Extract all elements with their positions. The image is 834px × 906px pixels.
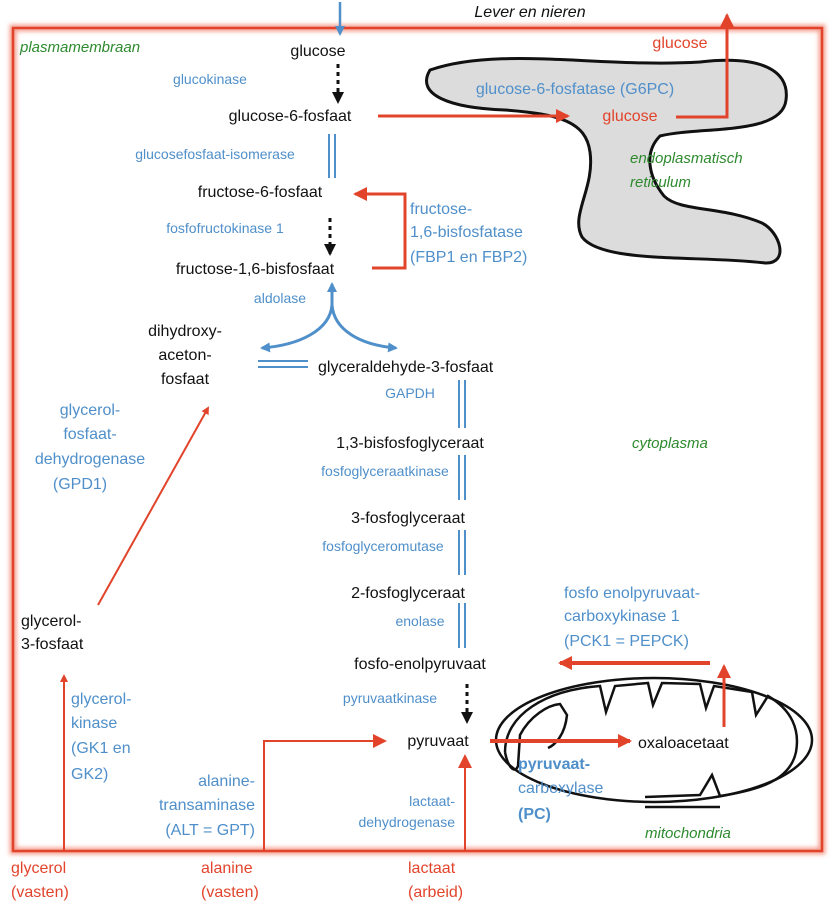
- enzyme-alt-3: (ALT = GPT): [165, 822, 255, 839]
- metabolite-gap: glyceraldehyde-3-fosfaat: [318, 359, 494, 376]
- enzyme-pck1-2: carboxykinase 1: [564, 608, 680, 625]
- metabolite-f16bp: fructose-1,6-bisfosfaat: [176, 261, 335, 278]
- enzyme-pck1-1: fosfo enolpyruvaat-: [564, 585, 700, 602]
- enzyme-gpd1-3: dehydrogenase: [35, 451, 145, 468]
- metabolite-2pg: 2-fosfoglyceraat: [351, 585, 465, 602]
- enzyme-fbp-2: 1,6-bisfosfatase: [410, 224, 523, 241]
- enzyme-pc-1: pyruvaat-: [518, 756, 590, 773]
- substrate-glycerol-2: (vasten): [11, 884, 69, 901]
- enzyme-fbp-1: fructose-: [410, 201, 472, 218]
- enzyme-isomerase: glucosefosfaat-isomerase: [135, 146, 295, 162]
- substrate-alanine-2: (vasten): [201, 884, 259, 901]
- enzyme-gk-2: kinase: [71, 715, 117, 732]
- enzyme-gk-1: glycerol-: [71, 691, 131, 708]
- label-plasmamembraan: plasmamembraan: [19, 39, 140, 56]
- enzyme-enolase: enolase: [395, 613, 444, 629]
- enzyme-gpd1-2: fosfaat-: [63, 426, 116, 443]
- out-glucose: glucose: [652, 35, 707, 52]
- label-mitochondria: mitochondria: [645, 825, 731, 842]
- substrate-lactate-2: (arbeid): [408, 884, 463, 901]
- enzyme-pfk1: fosfofructokinase 1: [166, 220, 284, 236]
- metabolite-dhap-3: fosfaat: [161, 371, 210, 388]
- er-glucose: glucose: [602, 108, 657, 125]
- metabolite-13bpg: 1,3-bisfosfoglyceraat: [336, 435, 484, 452]
- substrate-lactate-1: lactaat: [408, 860, 456, 877]
- metabolite-oaa: oxaloacetaat: [638, 735, 729, 752]
- enzyme-glucokinase: glucokinase: [173, 71, 247, 87]
- metabolite-pyruvate: pyruvaat: [407, 733, 469, 750]
- header-title: Lever en nieren: [474, 4, 585, 21]
- enzyme-ldh-2: dehydrogenase: [358, 814, 455, 830]
- substrate-glycerol-1: glycerol: [11, 860, 66, 877]
- metabolite-g3p-1: glycerol-: [21, 613, 81, 630]
- metabolite-g3p-2: 3-fosfaat: [21, 636, 84, 653]
- metabolite-dhap-1: dihydroxy-: [148, 323, 222, 340]
- enzyme-gapdh: GAPDH: [385, 385, 435, 401]
- enzyme-alt-1: alanine-: [198, 773, 255, 790]
- metabolite-3pg: 3-fosfoglyceraat: [351, 510, 465, 527]
- enzyme-gpd1-1: glycerol-: [60, 402, 120, 419]
- enzyme-alt-2: transaminase: [159, 797, 255, 814]
- enzyme-ldh-1: lactaat-: [409, 793, 455, 809]
- enzyme-pgk: fosfoglyceraatkinase: [321, 463, 449, 479]
- substrate-alanine-1: alanine: [201, 860, 253, 877]
- enzyme-pck1-3: (PCK1 = PEPCK): [564, 633, 689, 650]
- enzyme-g6pc: glucose-6-fosfatase (G6PC): [476, 81, 674, 98]
- enzyme-pc-2: carboxylase: [518, 780, 603, 797]
- label-er-2: reticulum: [630, 174, 691, 191]
- enzyme-pk: pyruvaatkinase: [343, 690, 437, 706]
- enzyme-fbp-3: (FBP1 en FBP2): [410, 249, 527, 266]
- enzyme-aldolase: aldolase: [254, 290, 306, 306]
- metabolite-dhap-2: aceton-: [158, 347, 211, 364]
- metabolite-glucose: glucose: [290, 43, 345, 60]
- enzyme-pc-3: (PC): [518, 806, 551, 823]
- enzyme-gk-4: GK2): [71, 766, 108, 783]
- enzyme-gpd1-4: (GPD1): [53, 476, 107, 493]
- metabolite-f6p: fructose-6-fosfaat: [198, 184, 323, 201]
- metabolite-pep: fosfo-enolpyruvaat: [354, 656, 486, 673]
- enzyme-pgm: fosfoglyceromutase: [322, 538, 444, 554]
- enzyme-gk-3: (GK1 en: [71, 740, 131, 757]
- metabolite-g6p: glucose-6-fosfaat: [229, 108, 352, 125]
- label-er-1: endoplasmatisch: [630, 150, 743, 167]
- label-cytoplasma: cytoplasma: [632, 435, 708, 452]
- endoplasmic-reticulum: [425, 57, 788, 265]
